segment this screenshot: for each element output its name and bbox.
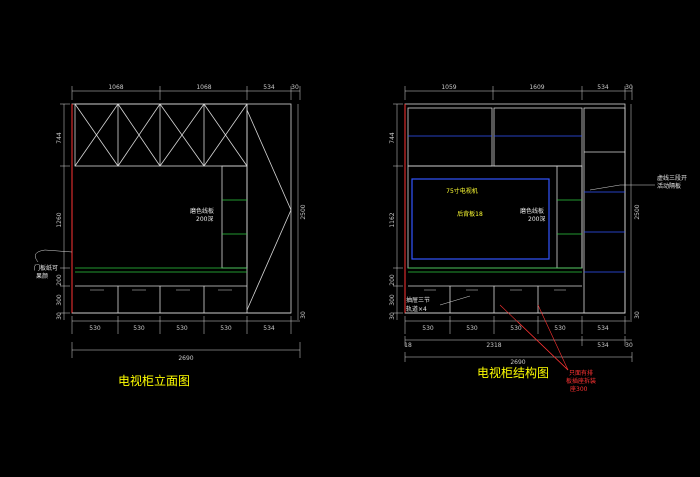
dim-bottom-2: 530: [133, 325, 145, 332]
red-note-line2: 板插座拆装: [566, 377, 596, 385]
dim-top-3: 534: [263, 84, 275, 91]
r-glass-label-line2: 200深: [528, 215, 545, 223]
red-note-line3: 座300: [570, 385, 588, 393]
dim-right-total: 2500: [300, 204, 307, 219]
r-dim-b2-4: 30: [625, 342, 633, 349]
back-panel-label: 后背板18: [457, 210, 483, 218]
r-dim-left-1: 744: [389, 132, 396, 144]
elevation-labels: 1068 1068 534 30 744 1260 200 300 30 250…: [34, 84, 307, 388]
r-dim-b2-1: 18: [404, 342, 412, 349]
structure-title: 电视柜结构图: [477, 365, 549, 380]
structure-view: [393, 86, 655, 362]
dim-overall: 2690: [178, 355, 193, 362]
side-shelf-label-line1: 虚线三段开: [657, 174, 687, 182]
r-dim-left-3: 200: [389, 274, 396, 286]
r-dim-bottom-1: 530: [422, 325, 434, 332]
elevation-view: [34, 86, 301, 358]
drawer-label-line1: 抽屉三节: [406, 296, 430, 304]
dim-top-right: 30: [291, 84, 299, 91]
r-dim-b2-3: 534: [597, 342, 609, 349]
glass-label-line1: 磨色线板: [190, 207, 214, 215]
drawer-label-line2: 轨道×4: [406, 305, 427, 313]
r-dim-top-right: 30: [625, 84, 633, 91]
r-dim-top-3: 534: [597, 84, 609, 91]
dim-left-4: 300: [56, 294, 63, 306]
glass-label-line2: 200深: [196, 215, 213, 223]
dim-left-2: 1260: [56, 212, 63, 227]
r-dim-left-4: 300: [389, 294, 396, 306]
dim-right-bottom: 30: [300, 311, 307, 319]
r-glass-label-line1: 磨色线板: [520, 207, 544, 215]
r-dim-bottom-4: 530: [554, 325, 566, 332]
r-dim-bottom-5: 534: [597, 325, 609, 332]
dim-left-1: 744: [56, 132, 63, 144]
r-dim-b2-2: 2318: [486, 342, 501, 349]
r-dim-top-1: 1059: [441, 84, 456, 91]
dim-bottom-4: 530: [220, 325, 232, 332]
side-shelf-label-line2: 活动隔板: [657, 182, 681, 190]
red-note-line1: 只面有排: [569, 369, 593, 377]
r-dim-top-2: 1609: [529, 84, 544, 91]
elevation-title: 电视柜立面图: [118, 373, 190, 388]
structure-labels: 1059 1609 534 30 744 1162 200 300 30 250…: [389, 84, 687, 393]
r-dim-left-2: 1162: [389, 212, 396, 227]
dim-left-5: 30: [56, 312, 63, 320]
dim-top-1: 1068: [108, 84, 123, 91]
r-dim-left-5: 30: [389, 312, 396, 320]
door-label-line2: 果颜: [36, 272, 48, 280]
r-dim-bottom-2: 530: [466, 325, 478, 332]
dim-bottom-1: 530: [89, 325, 101, 332]
dim-bottom-3: 530: [176, 325, 188, 332]
r-dim-overall: 2690: [510, 359, 525, 366]
tv-label: 75寸电视机: [446, 187, 478, 195]
r-dim-right-total: 2500: [634, 204, 641, 219]
door-label-line1: 门板纸可: [34, 264, 58, 272]
r-dim-right-bottom: 30: [634, 311, 641, 319]
dim-bottom-5: 534: [263, 325, 275, 332]
r-dim-bottom-3: 530: [510, 325, 522, 332]
dim-top-2: 1068: [196, 84, 211, 91]
red-leaders: [499, 304, 569, 371]
dim-left-3: 200: [56, 274, 63, 286]
